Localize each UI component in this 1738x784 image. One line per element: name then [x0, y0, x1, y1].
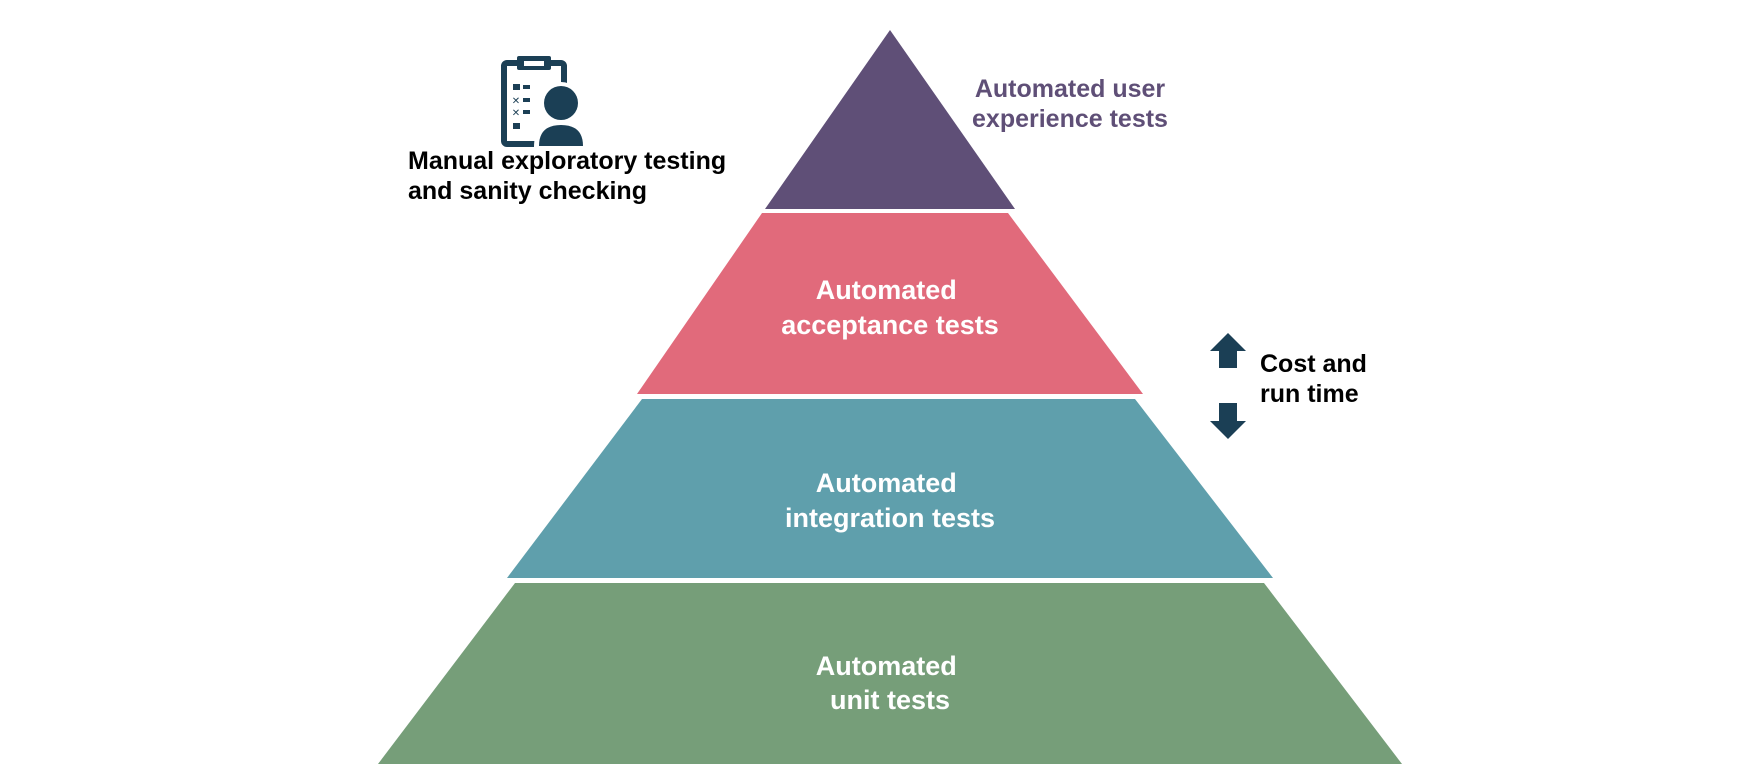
arrow-up-icon: [1210, 333, 1246, 368]
arrow-down-icon: [1210, 403, 1246, 439]
manual-label-line-1: Manual exploratory testing: [408, 147, 727, 175]
cost-label-line-1: Cost and: [1260, 350, 1367, 378]
cost-label-line-2: run time: [1260, 380, 1359, 408]
pyramid-tier-top: [765, 30, 1015, 209]
unit-label-line-1: Automated: [816, 651, 957, 681]
pyramid-tier-unit: [378, 583, 1402, 764]
integration-label-line-2: integration tests: [785, 503, 995, 533]
pyramid-tier-acceptance: [637, 213, 1143, 394]
cost-runtime-label: Cost and run time: [1260, 349, 1367, 409]
clipboard-person-icon: ✕ ✕: [501, 56, 588, 147]
unit-tier-label: Automated unit tests: [816, 651, 965, 715]
ux-label-line-2: experience tests: [972, 105, 1168, 133]
svg-text:✕: ✕: [512, 96, 520, 107]
acceptance-label-line-2: acceptance tests: [781, 310, 999, 340]
manual-label-line-2: and sanity checking: [408, 177, 647, 205]
svg-text:✕: ✕: [512, 108, 520, 119]
ux-label-line-1: Automated user: [974, 75, 1166, 103]
pyramid-tier-integration: [507, 399, 1273, 578]
acceptance-tier-label: Automated acceptance tests: [781, 275, 999, 340]
acceptance-label-line-1: Automated: [816, 275, 957, 305]
ux-tests-label: Automated user experience tests: [960, 74, 1180, 134]
manual-testing-label: Manual exploratory testing and sanity ch…: [408, 146, 726, 206]
unit-label-line-2: unit tests: [830, 685, 950, 715]
integration-label-line-1: Automated: [816, 468, 957, 498]
integration-tier-label: Automated integration tests: [785, 468, 995, 533]
